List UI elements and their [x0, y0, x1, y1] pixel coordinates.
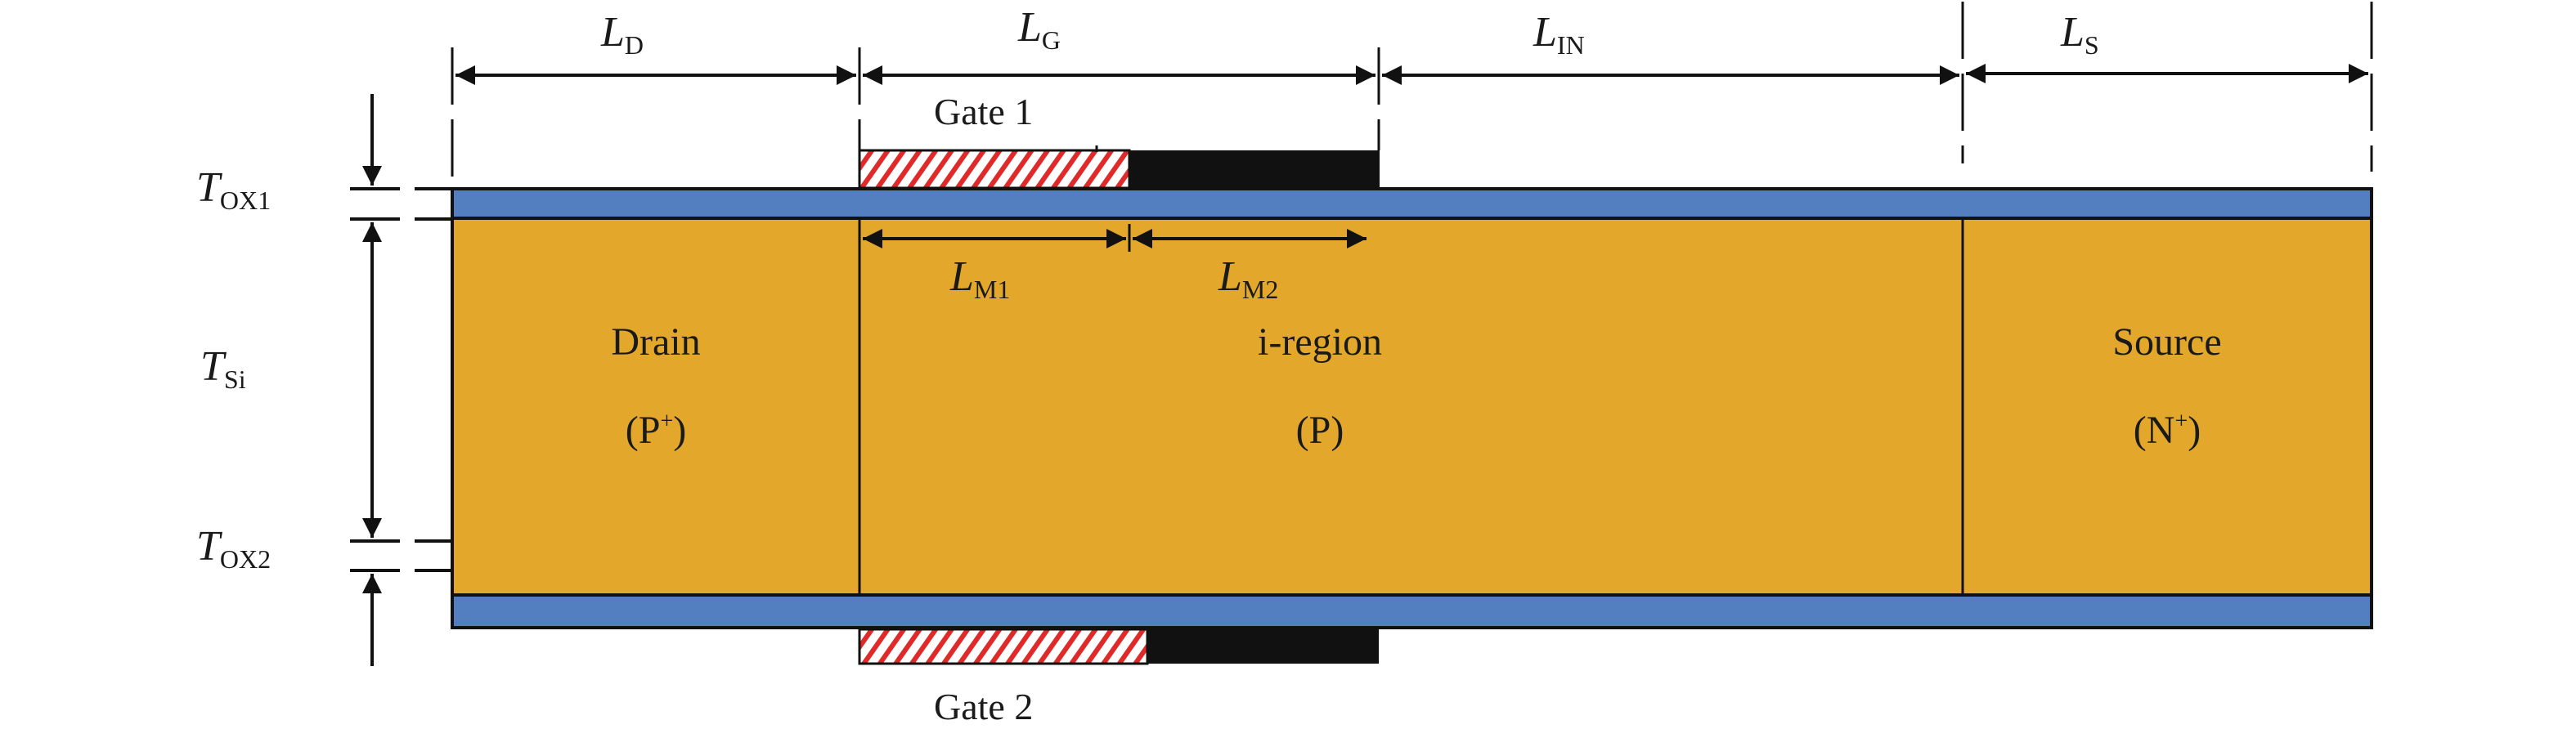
- drain-label: Drain: [611, 320, 700, 364]
- tox2-label: TOX2: [196, 523, 271, 574]
- ld-label: LD: [600, 9, 644, 60]
- vertical-dimension-markers: [350, 94, 452, 666]
- gate1-metal1: [858, 149, 1131, 190]
- gate-metal-arrows: [863, 224, 1367, 252]
- top-oxide: [451, 187, 2373, 220]
- lm1-label: LM1: [949, 253, 1010, 304]
- lg-label: LG: [1017, 4, 1061, 55]
- gate2-label: Gate 2: [934, 686, 1033, 727]
- gate1-metal2: [1129, 150, 1380, 188]
- tox1-label: TOX1: [196, 164, 271, 215]
- silicon-body: [451, 217, 2373, 597]
- gate1: [858, 145, 1380, 190]
- drain-doping: (P+): [626, 409, 686, 452]
- lin-label: LIN: [1533, 9, 1585, 60]
- source-label: Source: [2112, 320, 2221, 364]
- gate1-label: Gate 1: [934, 91, 1033, 132]
- gate2-metal1: [858, 628, 1149, 665]
- extension-lines: [451, 2, 2373, 189]
- horizontal-dimension-arrows: [456, 64, 2368, 85]
- ls-label: LS: [2060, 9, 2099, 60]
- source-doping: (N+): [2134, 409, 2201, 452]
- lm2-label: LM2: [1218, 253, 1278, 304]
- bottom-oxide: [451, 593, 2373, 629]
- tsi-label: TSi: [200, 343, 246, 394]
- i-region-doping: (P): [1296, 409, 1344, 452]
- gate2: [858, 628, 1379, 665]
- gate2-metal2: [1147, 629, 1379, 664]
- i-region-label: i-region: [1258, 320, 1382, 364]
